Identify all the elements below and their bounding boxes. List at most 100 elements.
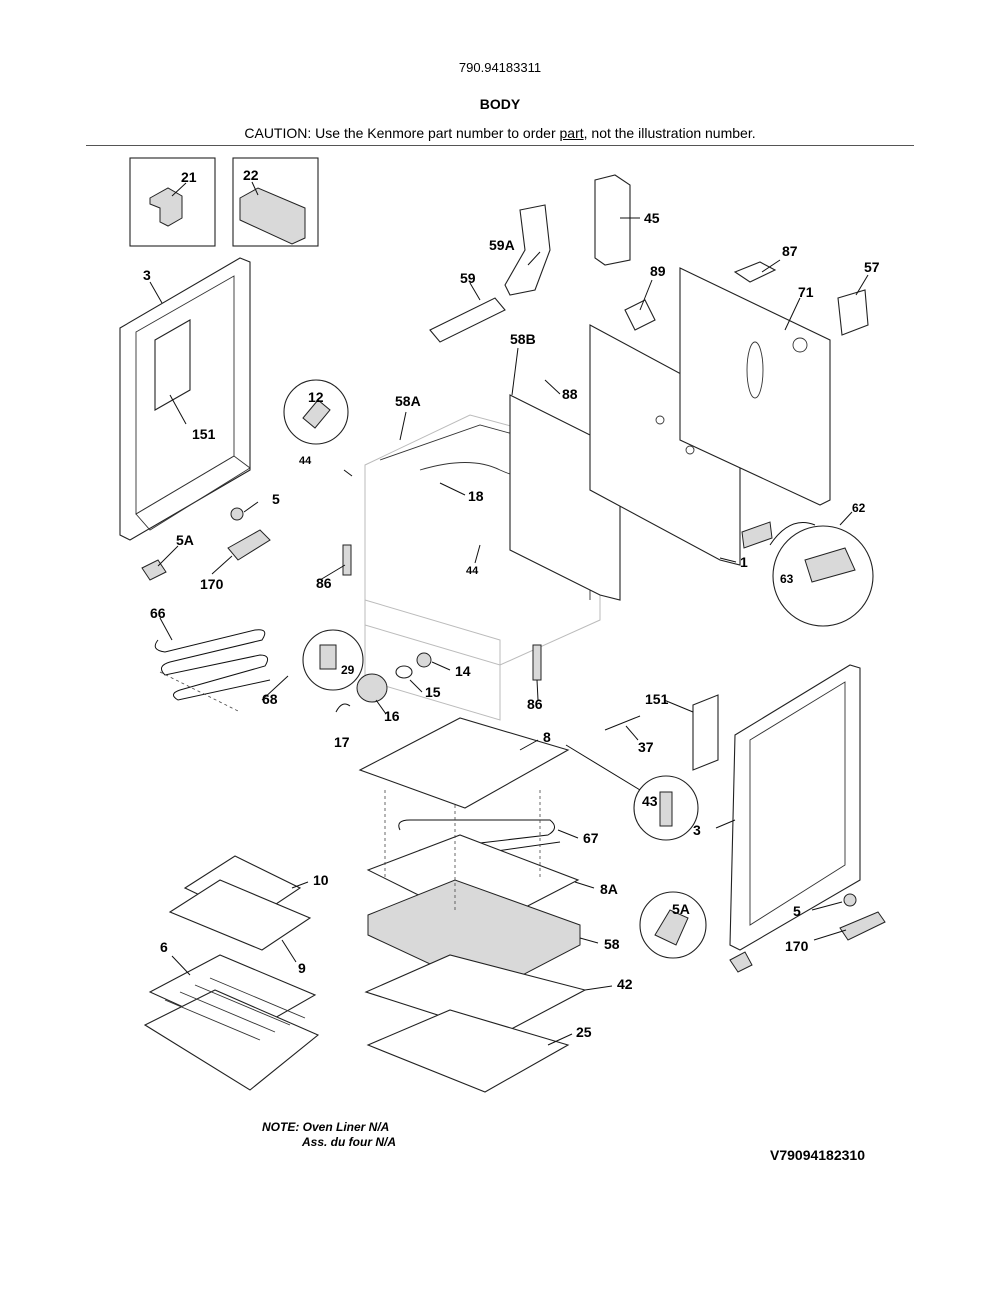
leader-170-right (813, 929, 847, 941)
leader-18 (439, 482, 466, 496)
leader-21 (171, 182, 187, 197)
part-9-broil-pan (168, 879, 312, 951)
figure-code: V79094182310 (770, 1147, 865, 1163)
leader-66 (159, 617, 173, 641)
callout-5a-left: 5A (176, 532, 194, 548)
leader-9 (281, 939, 297, 963)
leader-42 (584, 985, 613, 991)
part-15-bulb (395, 665, 413, 679)
liner-note: NOTE: Oven Liner N/A Ass. du four N/A (262, 1120, 396, 1150)
callout-63: 63 (780, 572, 794, 586)
callout-89: 89 (650, 263, 666, 279)
callout-68: 68 (262, 691, 278, 707)
callout-71: 71 (798, 284, 814, 300)
part-16-lamp-cover (356, 673, 388, 703)
caution-text-end: , not the illustration number. (583, 125, 756, 141)
callout-170-right: 170 (785, 938, 809, 954)
part-87-bracket (733, 261, 777, 283)
callout-8a: 8A (600, 881, 618, 897)
part-170-bracket-right (839, 911, 886, 941)
leader-3-right (715, 819, 736, 829)
part-57-cover (837, 289, 869, 336)
part-59a-duct (504, 204, 551, 296)
callout-8: 8 (543, 729, 551, 745)
callout-87: 87 (782, 243, 798, 259)
part-86-bracket-b (532, 644, 542, 681)
leader-44-b (474, 544, 481, 564)
leader-22 (251, 181, 259, 196)
rack-wires (164, 977, 306, 1041)
leader-86-b (536, 679, 539, 701)
part-151-left-bracket (154, 319, 191, 411)
leader-43-screw (565, 744, 641, 791)
callout-17: 17 (334, 734, 350, 750)
part-71-back-panel (679, 267, 831, 506)
callout-58: 58 (604, 936, 620, 952)
callout-43: 43 (642, 793, 658, 809)
part-leg-right (729, 951, 753, 973)
caution-text: CAUTION: Use the Kenmore part number to … (0, 125, 1000, 141)
leader-86-a (319, 564, 346, 581)
callout-9: 9 (298, 960, 306, 976)
part-6-rack-lower (143, 989, 320, 1091)
callout-170-left: 170 (200, 576, 224, 592)
leader-5-right (811, 901, 843, 911)
leader-59 (469, 282, 481, 301)
leader-87 (761, 259, 781, 273)
part-151-right-bracket (692, 694, 719, 771)
callout-151-right: 151 (645, 691, 669, 707)
callout-62: 62 (852, 501, 866, 515)
leader-16 (375, 699, 387, 715)
part-22-bracket (239, 187, 306, 245)
rear-panel-hole (655, 415, 665, 425)
part-21-bracket (149, 187, 183, 227)
part-43-bolt (659, 791, 673, 827)
leader-170-left (211, 555, 233, 575)
header-divider (86, 145, 914, 146)
part-5a-leg-right (654, 909, 689, 946)
callout-59a: 59A (489, 237, 515, 253)
part-66-bake-element (154, 629, 271, 701)
part-68-wire (159, 671, 241, 713)
back-panel-vent (746, 341, 764, 399)
callout-5-right: 5 (793, 903, 801, 919)
callout-10: 10 (313, 872, 329, 888)
callout-3-left: 3 (143, 267, 151, 283)
callout-58b: 58B (510, 331, 536, 347)
right-side-panel-inner (749, 681, 846, 926)
leader-59a (527, 251, 541, 266)
callout-5a-right: 5A (672, 901, 690, 917)
callout-59: 59 (460, 270, 476, 286)
callout-5-left: 5 (272, 491, 280, 507)
left-side-panel-base (135, 455, 251, 531)
back-panel-hole (792, 337, 808, 353)
callout-37: 37 (638, 739, 654, 755)
leader-151-right (663, 699, 694, 713)
part-25-bottom-cover (366, 1009, 570, 1093)
part-62-terminal-block (741, 521, 773, 549)
part-89-bracket (624, 299, 656, 331)
leader-67 (557, 829, 579, 839)
callout-45: 45 (644, 210, 660, 226)
leader-151-left (169, 394, 187, 425)
leader-57 (855, 274, 869, 296)
callout-12: 12 (308, 389, 324, 405)
callout-18: 18 (468, 488, 484, 504)
part-5a-leg-left (141, 559, 167, 581)
part-45-duct (594, 174, 631, 266)
callout-67: 67 (583, 830, 599, 846)
caution-text-start: CAUTION: Use the Kenmore part number to … (244, 125, 560, 141)
leader-15 (409, 679, 423, 693)
part-17-clip (335, 703, 351, 713)
caution-part-link[interactable]: part (559, 125, 584, 141)
leader-62 (839, 511, 853, 526)
note-line-1: NOTE: Oven Liner N/A (262, 1120, 390, 1134)
leader-68 (261, 675, 289, 701)
callout-151-left: 151 (192, 426, 216, 442)
callout-88: 88 (562, 386, 578, 402)
callout-3-right: 3 (693, 822, 701, 838)
callout-22: 22 (243, 167, 259, 183)
oven-lower-frame (364, 599, 501, 721)
arrow-62-to-inset (769, 522, 816, 546)
part-63-terminal (804, 547, 856, 583)
